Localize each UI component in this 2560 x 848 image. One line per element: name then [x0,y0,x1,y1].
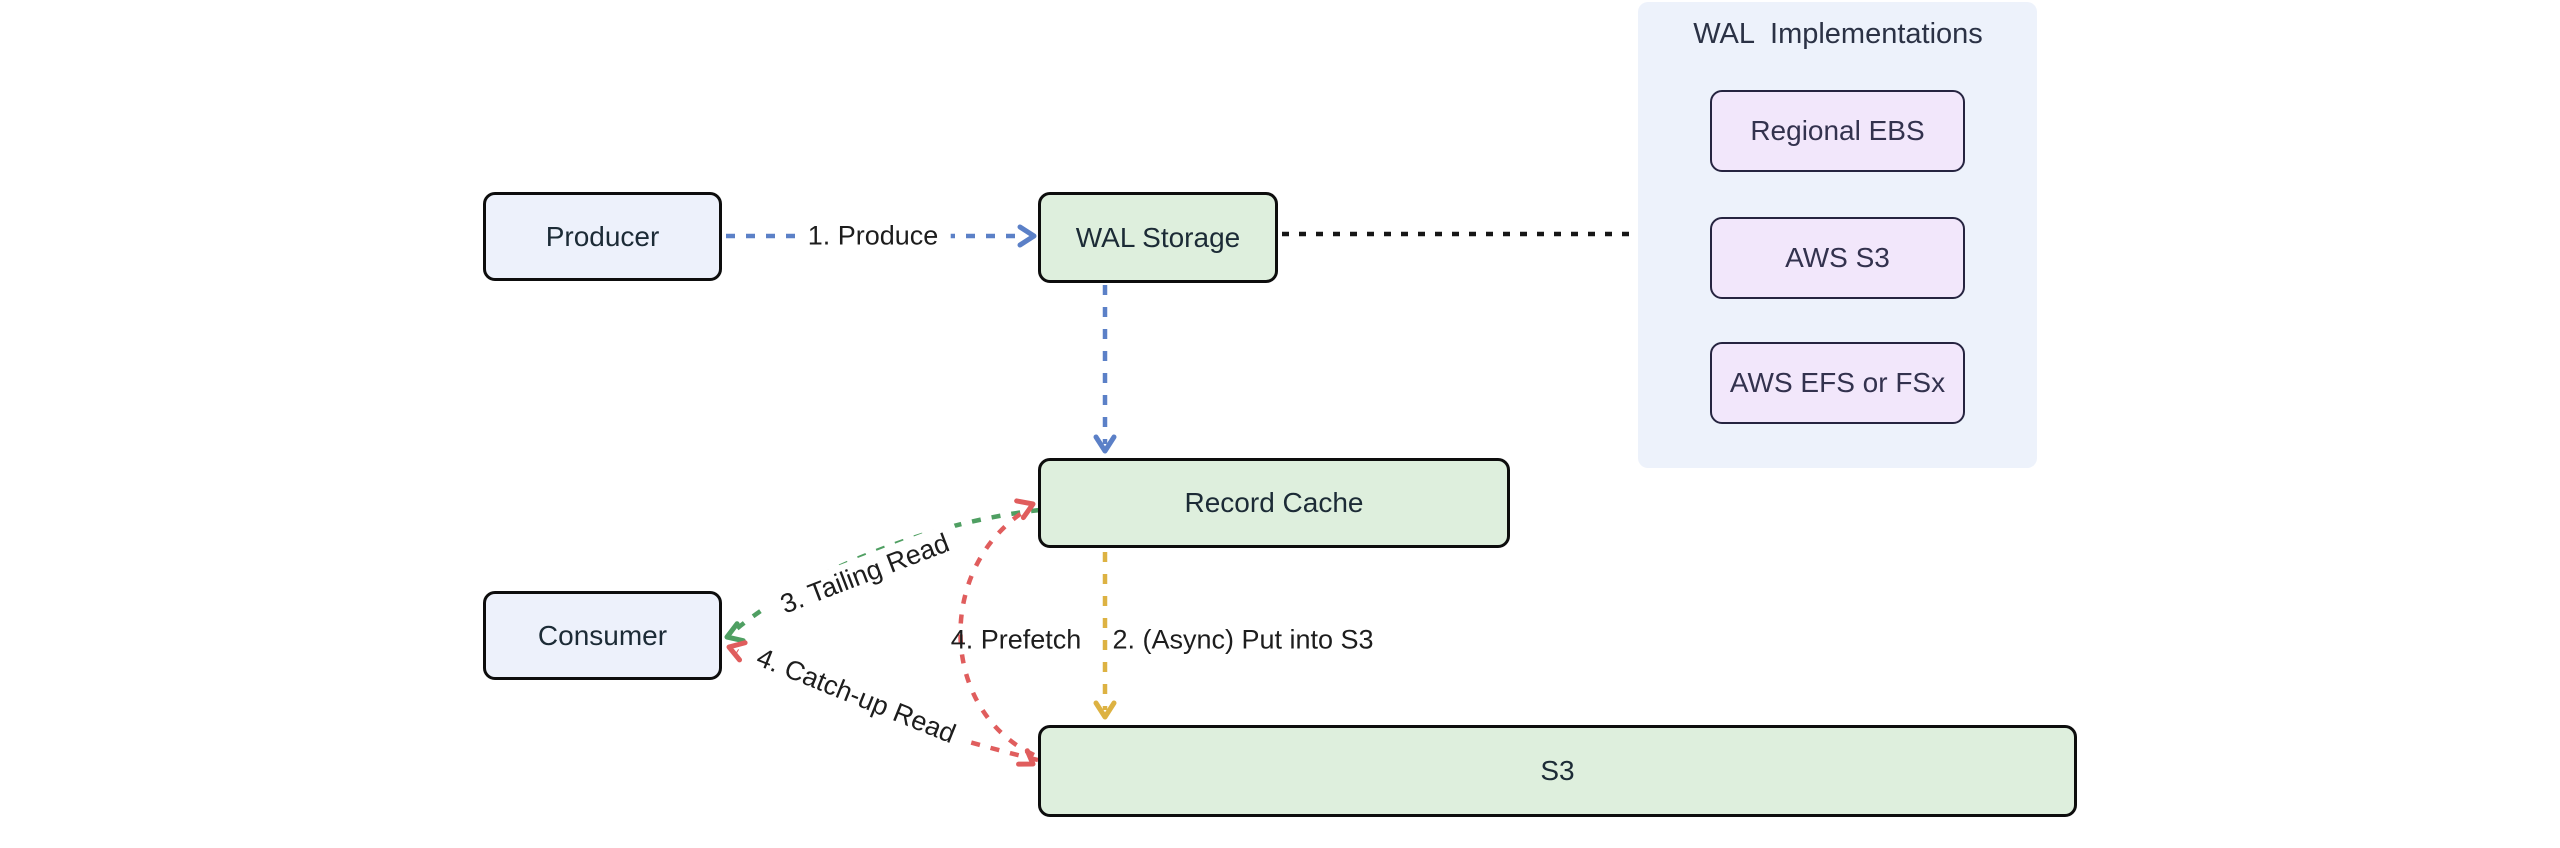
tailing-read-arrowhead-icon [724,621,746,644]
edge-label-produce: 1. Produce [795,218,951,254]
prefetch-arrowhead-icon [1014,498,1036,521]
edge-prefetch [958,507,1035,758]
catchup-read-consumer-arrowhead-icon [726,640,748,663]
wal-to-cache-arrowhead-icon [1093,434,1117,454]
catchup-read-s3-arrowhead-icon [1016,748,1036,767]
node-producer-label: Producer [545,220,660,252]
subgraph-title: WAL Implementations [1693,18,1983,50]
impl-box-aws-efs-or-fsx-label: AWS EFS or FSx [1729,367,1946,398]
impl-box-regional-ebs-label: Regional EBS [1750,115,1925,146]
edge-label-async-put: 2. (Async) Put into S3 [1112,624,1374,655]
impl-box-aws-efs-or-fsx: AWS EFS or FSx [1710,342,1965,424]
produce-arrowhead-icon [1017,224,1037,248]
impl-box-aws-s3: AWS S3 [1710,217,1965,299]
edge-tailing-read [732,507,1041,633]
async-put-arrowhead-icon [1093,700,1117,720]
node-record-cache-label: Record Cache [1184,487,1364,518]
node-s3-label: S3 [1540,755,1575,786]
node-wal-storage-label: WAL Storage [1075,221,1241,253]
node-consumer: Consumer [483,591,722,680]
node-s3: S3 [1038,725,2077,817]
impl-box-regional-ebs: Regional EBS [1710,90,1965,172]
node-producer: Producer [483,192,722,281]
node-wal-storage: WAL Storage [1038,192,1278,283]
edge-label-prefetch: 4. Prefetch [950,624,1082,655]
node-record-cache: Record Cache [1038,458,1510,548]
node-consumer-label: Consumer [537,619,668,651]
impl-box-aws-s3-label: AWS S3 [1785,242,1890,273]
